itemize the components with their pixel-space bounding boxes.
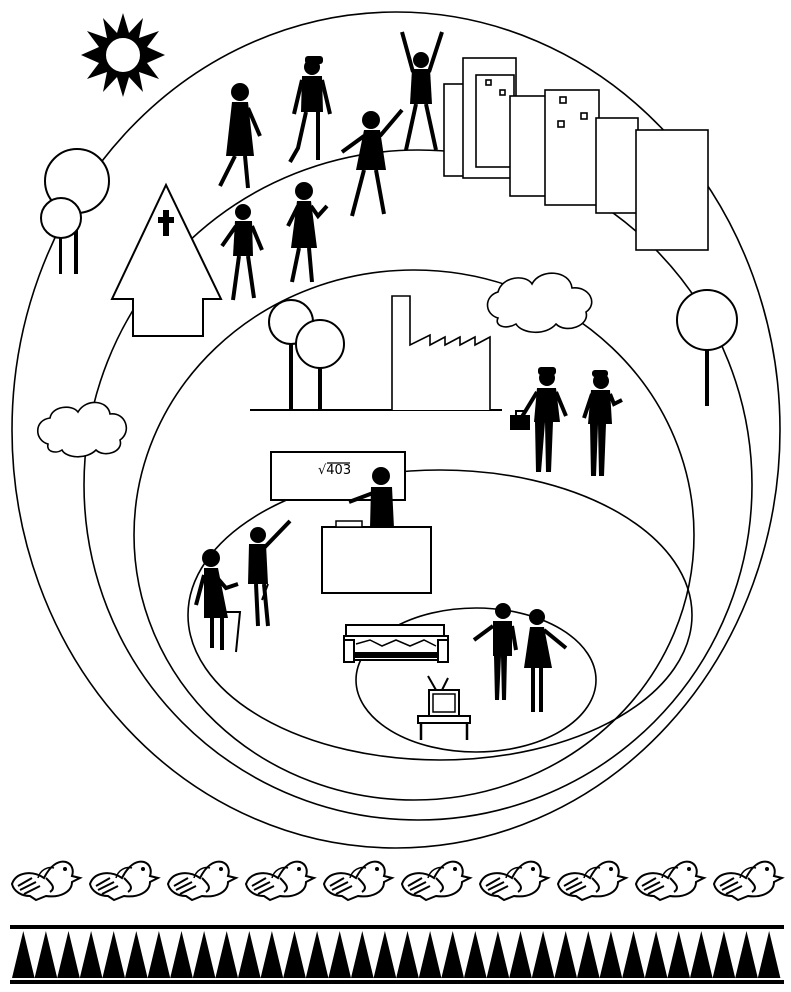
triangle-shape bbox=[486, 931, 510, 978]
triangle-shape bbox=[396, 931, 419, 978]
triangle-shape bbox=[418, 931, 442, 978]
triangle-shape bbox=[644, 931, 668, 978]
work-trees bbox=[268, 299, 345, 410]
triangle-shape bbox=[12, 931, 35, 978]
triangle-shape bbox=[712, 931, 736, 978]
student-raising-hand bbox=[248, 519, 292, 627]
bird-icon bbox=[167, 860, 237, 901]
triangle-shape bbox=[147, 931, 171, 978]
triangle-shape bbox=[79, 931, 103, 978]
person-woman-walking-2 bbox=[286, 182, 329, 283]
triangle-shape bbox=[351, 931, 374, 978]
triangle-shape bbox=[238, 931, 261, 978]
cross-icon bbox=[158, 210, 174, 236]
person-man-walking bbox=[220, 204, 264, 301]
bird-icon bbox=[11, 860, 81, 901]
triangle-shape bbox=[622, 931, 645, 978]
layer-home-ring bbox=[355, 607, 597, 753]
triangle-shape bbox=[667, 931, 690, 978]
triangle-shape bbox=[531, 931, 555, 978]
parent-man bbox=[472, 603, 518, 700]
triangle-shape bbox=[57, 931, 80, 978]
triangle-shape bbox=[305, 931, 329, 978]
triangle-shape bbox=[509, 931, 532, 978]
triangle-shape bbox=[757, 931, 781, 978]
triangle-shape bbox=[34, 931, 58, 978]
person-man-cap bbox=[288, 56, 332, 163]
bird-icon bbox=[245, 860, 315, 901]
briefcase-icon bbox=[510, 410, 530, 430]
bird-icon bbox=[635, 860, 705, 901]
teacher-desk bbox=[321, 520, 432, 594]
triangle-shape bbox=[192, 931, 216, 978]
sun-icon bbox=[81, 13, 165, 97]
sofa-icon bbox=[343, 624, 449, 663]
layer-society-ring bbox=[11, 11, 781, 849]
bird-border bbox=[11, 860, 783, 901]
triangle-shape bbox=[577, 931, 600, 978]
triangle-shape bbox=[170, 931, 193, 978]
bird-icon bbox=[323, 860, 393, 901]
triangle-shape bbox=[125, 931, 148, 978]
triangle-shape bbox=[441, 931, 464, 978]
factory bbox=[250, 295, 502, 411]
triangle-shape bbox=[328, 931, 351, 978]
triangle-shape bbox=[464, 931, 487, 978]
worker-with-briefcase bbox=[510, 367, 568, 472]
bird-icon bbox=[479, 860, 549, 901]
triangle-shape bbox=[735, 931, 758, 978]
tree-right bbox=[676, 289, 738, 406]
student-sitting bbox=[194, 549, 242, 653]
blackboard-text: √403 bbox=[318, 463, 351, 478]
teacher bbox=[348, 467, 394, 528]
triangle-border bbox=[10, 925, 784, 984]
worker-standing bbox=[582, 370, 623, 476]
triangle-shape bbox=[215, 931, 238, 978]
parent-woman bbox=[524, 609, 568, 712]
triangle-shape bbox=[373, 931, 397, 978]
person-woman-waving bbox=[340, 108, 404, 217]
person-woman-walking-1 bbox=[218, 83, 262, 189]
layer-community-ring bbox=[83, 149, 753, 821]
bird-icon bbox=[89, 860, 159, 901]
cloud-right bbox=[486, 272, 593, 334]
triangle-shape bbox=[260, 931, 284, 978]
triangle-shape bbox=[599, 931, 623, 978]
layer-school-ring bbox=[187, 469, 693, 761]
tv-icon bbox=[417, 675, 471, 740]
cloud-left bbox=[36, 401, 128, 458]
triangle-shape bbox=[690, 931, 713, 978]
layer-work-ring bbox=[133, 269, 695, 801]
triangle-shape bbox=[554, 931, 577, 978]
bird-icon bbox=[401, 860, 471, 901]
triangle-row bbox=[12, 931, 781, 978]
triangle-shape bbox=[102, 931, 125, 978]
city-buildings bbox=[443, 57, 709, 251]
person-arms-up bbox=[400, 31, 444, 151]
church bbox=[110, 182, 223, 337]
triangle-shape bbox=[283, 931, 306, 978]
bird-icon bbox=[557, 860, 627, 901]
tree-pair-left bbox=[40, 148, 110, 274]
bird-icon bbox=[713, 860, 783, 901]
